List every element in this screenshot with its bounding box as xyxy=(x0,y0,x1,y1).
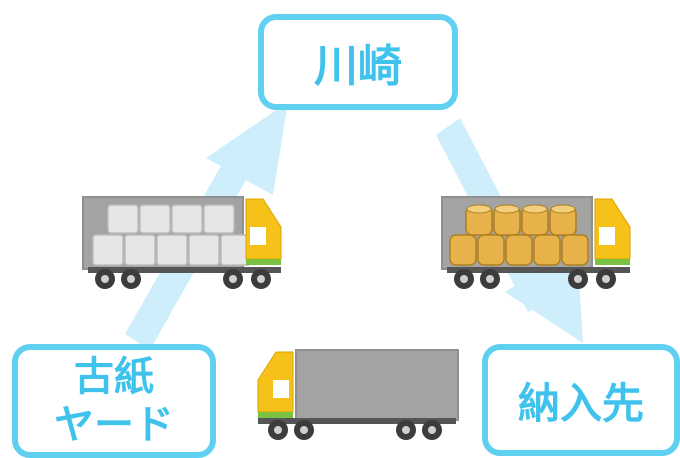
truck-empty xyxy=(257,349,459,440)
paper-bales-cargo xyxy=(92,204,252,266)
node-yard-label-line2: ヤード xyxy=(54,402,174,448)
truck-cab xyxy=(245,198,282,265)
node-kawasaki: 川崎 xyxy=(258,14,458,110)
truck-paper-rolls xyxy=(441,196,631,289)
node-yard-label-line1: 古紙 xyxy=(74,354,154,400)
node-delivery-label: 納入先 xyxy=(517,378,644,428)
truck-chassis xyxy=(258,418,456,424)
node-wastepaper-yard: 古紙 ヤード xyxy=(12,344,216,458)
truck-chassis xyxy=(88,267,281,273)
truck-wheels xyxy=(95,269,271,289)
trailer xyxy=(295,349,459,421)
node-delivery-destination: 納入先 xyxy=(482,344,680,456)
paper-rolls-cargo xyxy=(449,204,589,266)
truck-paper-bales xyxy=(82,196,282,289)
truck-cab xyxy=(257,351,294,418)
truck-wheels xyxy=(268,420,442,440)
node-kawasaki-label: 川崎 xyxy=(314,41,402,92)
truck-cab xyxy=(594,198,631,265)
truck-chassis xyxy=(447,267,630,273)
truck-wheels xyxy=(454,269,616,289)
